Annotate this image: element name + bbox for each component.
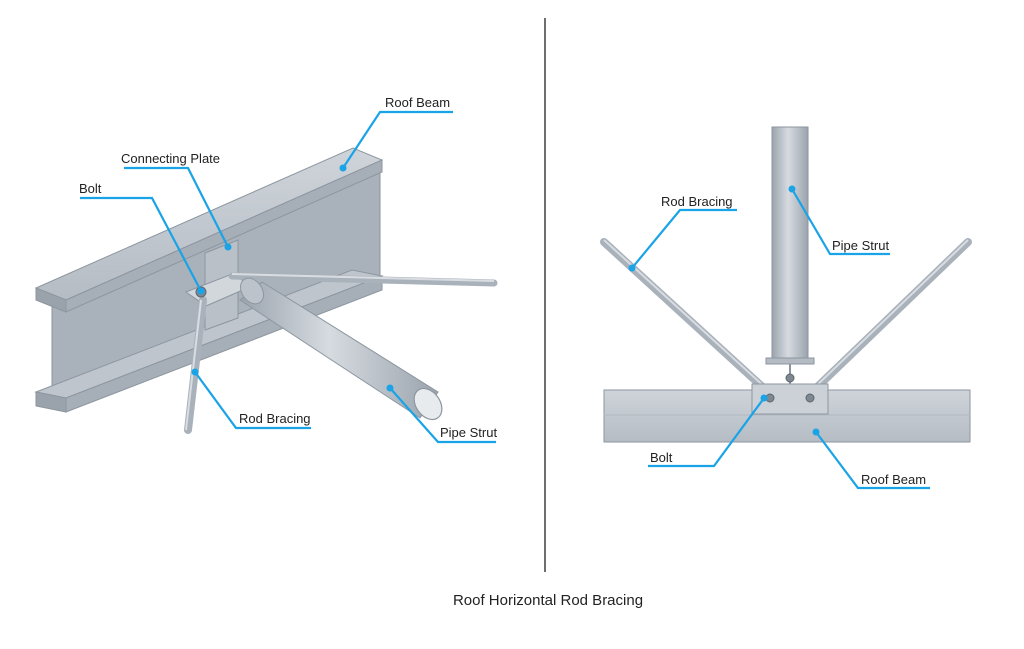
right-front-view: Rod Bracing Pipe Strut Bolt Roof Beam [600, 126, 972, 490]
label-pipe-strut-left: Pipe Strut [440, 425, 497, 440]
leader-roof-beam-right [815, 431, 930, 490]
leader-roof-beam-left [342, 110, 453, 169]
label-connecting-plate: Connecting Plate [121, 151, 220, 166]
label-roof-beam-left: Roof Beam [385, 95, 450, 110]
rod-bracing-right-right [808, 238, 972, 396]
rod-bracing-right-left [600, 238, 772, 396]
leader-bolt-left [80, 196, 202, 292]
leader-pipe-strut-left [389, 387, 496, 444]
label-rod-bracing-left: Rod Bracing [239, 411, 311, 426]
left-isometric-view: Roof Beam Connecting Plate Bolt Rod Brac… [34, 95, 498, 444]
rod-back-right [228, 272, 498, 287]
leader-rod-bracing-right [631, 208, 737, 269]
label-pipe-strut-right: Pipe Strut [832, 238, 889, 253]
label-rod-bracing-right: Rod Bracing [661, 194, 733, 209]
rod-bracing-front [184, 296, 207, 434]
leader-rod-bracing-left [194, 371, 311, 430]
leader-pipe-strut-right [791, 188, 890, 256]
label-bolt-right: Bolt [650, 450, 673, 465]
figure-caption: Roof Horizontal Rod Bracing [453, 592, 643, 609]
label-roof-beam-right: Roof Beam [861, 472, 926, 487]
leader-bolt-right [648, 397, 765, 468]
label-bolt-left: Bolt [79, 181, 102, 196]
pipe-strut-end [413, 387, 443, 421]
leader-connecting-plate [124, 166, 229, 248]
pipe-strut-vertical [771, 126, 809, 361]
